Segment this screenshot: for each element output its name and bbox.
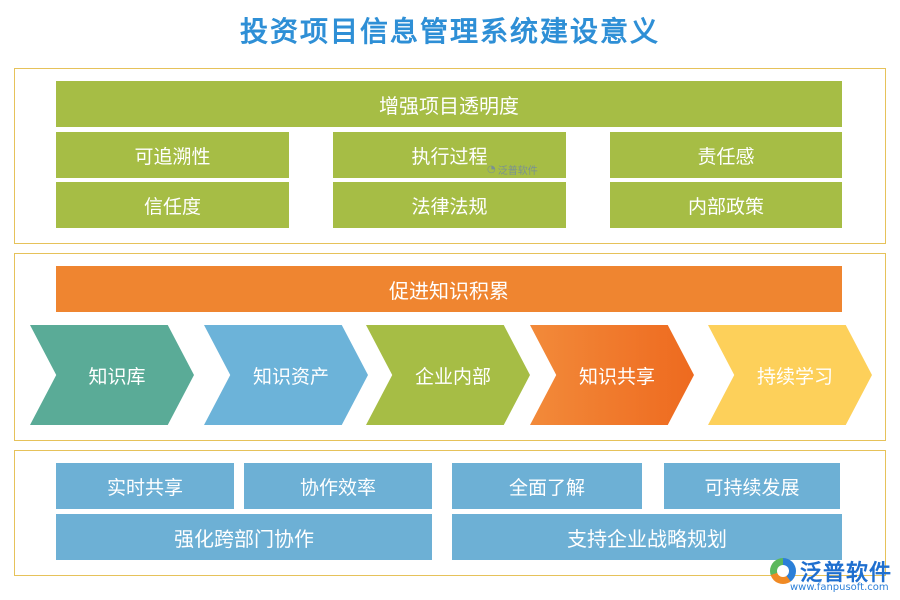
brand-logo-icon [770,558,796,584]
knowledge-header: 促进知识积累 [56,266,842,312]
center-watermark: ◔ 泛普软件 [487,164,538,177]
item-responsibility: 责任感 [610,132,842,178]
chevron-knowledge-base: 知识库 [30,325,194,425]
page-title: 投资项目信息管理系统建设意义 [239,15,660,48]
item-full-understanding: 全面了解 [452,463,642,509]
item-sustainable-development: 可持续发展 [664,463,840,509]
item-traceability: 可追溯性 [56,132,289,178]
chevron-continuous-learning: 持续学习 [708,325,872,425]
brand-name: 泛普软件 [800,561,893,586]
item-laws: 法律法规 [333,182,566,228]
item-execution-process: 执行过程 [333,132,566,178]
item-realtime-sharing: 实时共享 [56,463,234,509]
item-strategy-planning: 支持企业战略规划 [452,514,842,560]
item-internal-policy: 内部政策 [610,182,842,228]
item-trust: 信任度 [56,182,289,228]
chevron-knowledge-assets: 知识资产 [204,325,368,425]
item-collaboration-efficiency: 协作效率 [244,463,432,509]
brand-logo: 泛普软件 [770,555,892,587]
item-cross-department: 强化跨部门协作 [56,514,432,560]
watermark-logo-icon: ◔ [487,164,496,175]
brand-url: www.fanpusoft.com [790,582,889,593]
transparency-header: 增强项目透明度 [56,81,842,127]
chevron-knowledge-sharing: 知识共享 [530,325,694,425]
chevron-enterprise-internal: 企业内部 [366,325,530,425]
